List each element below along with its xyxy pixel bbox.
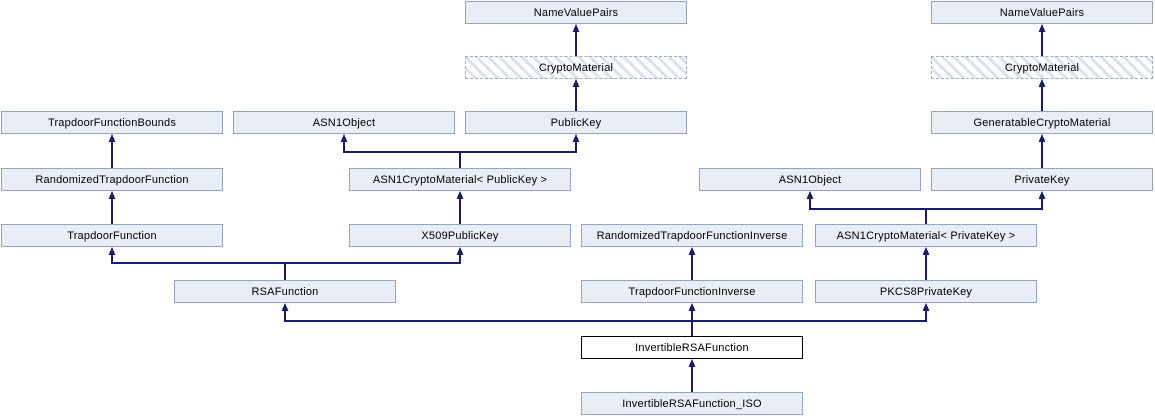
- inheritance-edge-cryptomaterial2: [1038, 24, 1046, 57]
- inheritance-edge-privatekey: [1038, 134, 1046, 169]
- inheritance-edge-cryptomaterial1: [572, 24, 580, 57]
- class-box-pkcs8privatekey[interactable]: PKCS8PrivateKey: [815, 280, 1037, 303]
- class-box-asn1cryptomaterial_privatekey[interactable]: ASN1CryptoMaterial< PrivateKey >: [815, 224, 1037, 247]
- class-box-asn1cryptomaterial_publickey[interactable]: ASN1CryptoMaterial< PublicKey >: [349, 168, 571, 191]
- inheritance-edge-invertiblersafunction_iso: [688, 359, 696, 393]
- class-box-trapdoorfunction[interactable]: TrapdoorFunction: [1, 224, 223, 247]
- class-box-invertiblersafunction: InvertibleRSAFunction: [581, 336, 803, 359]
- class-box-randomizedtrapdoorfunction[interactable]: RandomizedTrapdoorFunction: [1, 168, 223, 191]
- class-box-privatekey[interactable]: PrivateKey: [931, 168, 1153, 191]
- inheritance-edge-rsafunction: [108, 247, 464, 281]
- class-box-trapdoorfunctionbounds[interactable]: TrapdoorFunctionBounds: [1, 111, 223, 134]
- class-box-invertiblersafunction_iso[interactable]: InvertibleRSAFunction_ISO: [581, 392, 803, 415]
- class-box-asn1object1[interactable]: ASN1Object: [233, 111, 455, 134]
- class-box-cryptomaterial2[interactable]: CryptoMaterial: [931, 56, 1153, 79]
- inheritance-edge-trapdoorfunction: [108, 191, 116, 225]
- inheritance-edge-publickey: [572, 79, 580, 112]
- class-box-rsafunction[interactable]: RSAFunction: [174, 280, 396, 303]
- class-box-x509publickey[interactable]: X509PublicKey: [349, 224, 571, 247]
- class-box-cryptomaterial1[interactable]: CryptoMaterial: [465, 56, 687, 79]
- inheritance-edge-asn1cryptomaterial_publickey: [340, 134, 580, 169]
- class-box-generatablecryptomaterial[interactable]: GeneratableCryptoMaterial: [931, 111, 1153, 134]
- inheritance-edge-pkcs8privatekey: [922, 247, 930, 281]
- inheritance-edge-trapdoorfunctioninverse: [688, 247, 696, 281]
- class-box-namevaluepairs1[interactable]: NameValuePairs: [465, 1, 687, 24]
- class-box-asn1object2[interactable]: ASN1Object: [699, 168, 921, 191]
- class-box-namevaluepairs2[interactable]: NameValuePairs: [931, 1, 1153, 24]
- inheritance-edge-randomizedtrapdoorfunction: [108, 134, 116, 169]
- inheritance-edge-invertiblersafunction: [281, 303, 930, 337]
- inheritance-edge-x509publickey: [456, 191, 464, 225]
- class-box-randomizedtrapdoorfunctioninverse[interactable]: RandomizedTrapdoorFunctionInverse: [581, 224, 803, 247]
- inheritance-edge-asn1cryptomaterial_privatekey: [806, 191, 1046, 225]
- class-box-trapdoorfunctioninverse[interactable]: TrapdoorFunctionInverse: [581, 280, 803, 303]
- inheritance-edge-generatablecryptomaterial: [1038, 79, 1046, 112]
- class-box-publickey[interactable]: PublicKey: [465, 111, 687, 134]
